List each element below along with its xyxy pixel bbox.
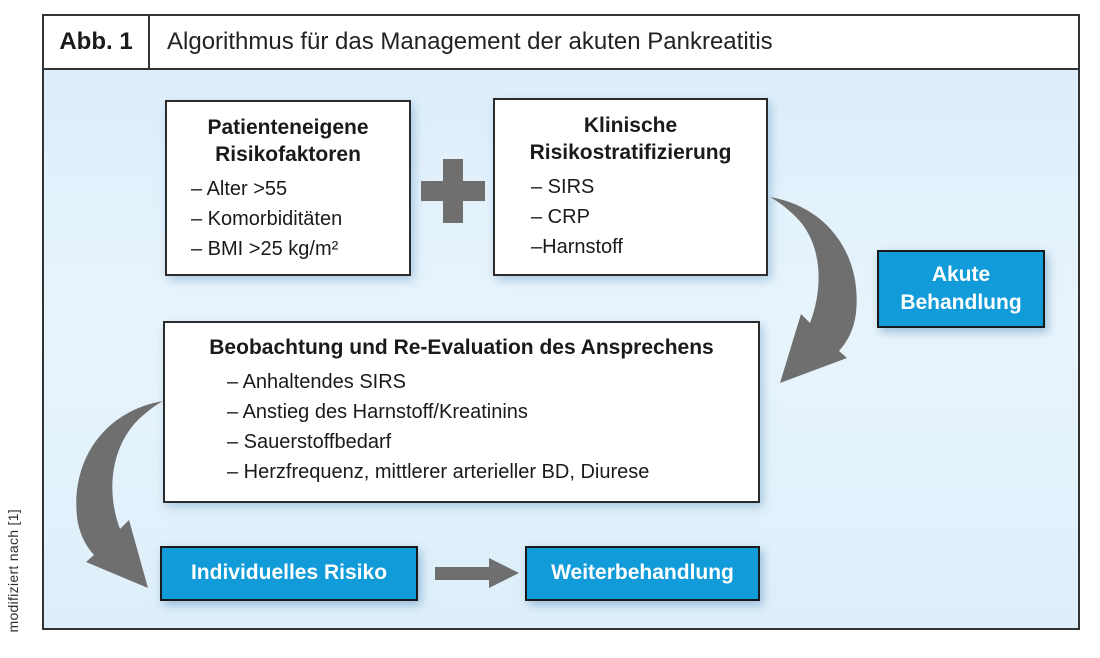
patient-risk-list: – Alter >55 – Komorbiditäten – BMI >25 k… [167,174,409,264]
figure-credit: modifiziert nach [1] [5,508,21,633]
clinical-stratification-box: Klinische Risikostratifizierung – SIRS –… [493,98,768,276]
curved-arrow-down-right-icon [76,401,163,588]
list-item: – BMI >25 kg/m² [191,237,339,260]
clinical-stratification-list: – SIRS – CRP –Harnstoff [495,172,766,262]
page-title: Algorithmus für das Management der akute… [167,28,773,55]
list-item: – SIRS [531,175,595,198]
curved-arrow-down-left-icon [770,197,857,383]
clinical-stratification-title: Klinische Risikostratifizierung [529,114,732,164]
patient-risk-title: Patienteneigene Risikofaktoren [207,116,369,166]
list-item: – Komorbiditäten [191,207,343,230]
individual-risk-box: Individuelles Risiko [160,546,418,601]
figure-label: Abb. 1 [44,16,150,68]
list-item: – Anstieg des Harnstoff/Kreatinins [227,400,528,423]
diagram-area: Patienteneigene Risikofaktoren – Alter >… [42,68,1080,630]
observation-list: – Anhaltendes SIRS – Anstieg des Harnsto… [165,367,758,487]
observation-box: Beobachtung und Re-Evaluation des Anspre… [163,321,760,503]
list-item: – Sauerstoffbedarf [227,430,392,453]
acute-treatment-box: Akute Behandlung [877,250,1045,328]
figure-frame: Abb. 1 Algorithmus für das Management de… [42,14,1080,630]
list-item: – Alter >55 [191,177,288,200]
list-item: – Herzfrequenz, mittlerer arterieller BD… [227,460,650,483]
further-treatment-box: Weiterbehandlung [525,546,760,601]
figure-titlebar: Abb. 1 Algorithmus für das Management de… [42,14,1080,70]
list-item: – CRP [531,205,590,228]
patient-risk-box: Patienteneigene Risikofaktoren – Alter >… [165,100,411,276]
list-item: –Harnstoff [531,235,623,258]
arrow-right-icon [435,558,519,588]
plus-icon [421,159,485,223]
list-item: – Anhaltendes SIRS [227,370,407,393]
observation-title: Beobachtung und Re-Evaluation des Anspre… [209,336,714,359]
